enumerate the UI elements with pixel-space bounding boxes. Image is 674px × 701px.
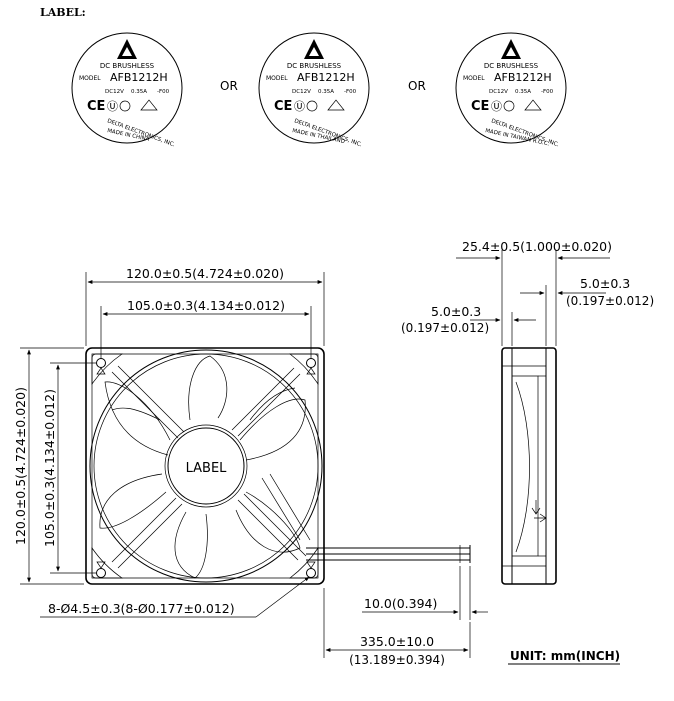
csa-mark-icon — [306, 100, 318, 112]
svg-text:AFB1212H: AFB1212H — [297, 71, 355, 84]
svg-text:DC12V: DC12V — [292, 89, 311, 95]
svg-text:5.0±0.3: 5.0±0.3 — [580, 276, 630, 291]
mounting-hole-icon — [96, 358, 316, 578]
svg-text:AFB1212H: AFB1212H — [110, 71, 168, 84]
ul-mark-icon: Ⓤ — [294, 100, 305, 113]
svg-text:(13.189±0.394): (13.189±0.394) — [349, 653, 445, 667]
dim-flange-right: 5.0±0.3 (0.197±0.012) — [520, 276, 654, 346]
svg-text:-F00: -F00 — [157, 89, 170, 95]
label-variant-taiwan: DC BRUSHLESS MODEL AFB1212H DC12V 0.35A … — [455, 32, 567, 148]
svg-text:335.0±10.0: 335.0±10.0 — [360, 634, 434, 649]
svg-text:DC BRUSHLESS: DC BRUSHLESS — [287, 62, 342, 70]
svg-text:MODEL: MODEL — [463, 75, 485, 82]
fan-side-view — [501, 347, 557, 585]
svg-text:105.0±0.3(4.134±0.012): 105.0±0.3(4.134±0.012) — [127, 298, 285, 313]
dim-wire-length: 335.0±10.0 (13.189±0.394) — [323, 588, 471, 667]
svg-text:MODEL: MODEL — [266, 75, 288, 82]
or-text-1: OR — [220, 79, 238, 93]
svg-text:DC BRUSHLESS: DC BRUSHLESS — [100, 62, 155, 70]
dim-wire-strip: 10.0(0.394) — [362, 566, 488, 620]
csa-mark-icon — [119, 100, 131, 112]
dim-overall-height: 120.0±0.5(4.724±0.020) — [13, 347, 84, 585]
airflow-arrow-icon — [531, 500, 541, 515]
ce-mark-icon: CE — [274, 99, 292, 114]
label-variant-thailand: DC BRUSHLESS MODEL AFB1212H DC12V 0.35A … — [258, 32, 370, 148]
svg-text:-F00: -F00 — [541, 89, 554, 95]
svg-text:-F00: -F00 — [344, 89, 357, 95]
svg-text:120.0±0.5(4.724±0.020): 120.0±0.5(4.724±0.020) — [13, 387, 28, 545]
svg-text:DC12V: DC12V — [105, 89, 124, 95]
hub — [167, 427, 245, 505]
ce-mark-icon: CE — [87, 99, 105, 114]
svg-text:(0.197±0.012): (0.197±0.012) — [566, 294, 654, 308]
svg-text:105.0±0.3(4.134±0.012): 105.0±0.3(4.134±0.012) — [42, 389, 57, 547]
svg-text:25.4±0.5(1.000±0.020): 25.4±0.5(1.000±0.020) — [462, 239, 612, 254]
svg-text:5.0±0.3: 5.0±0.3 — [431, 304, 481, 319]
csa-mark-icon — [503, 100, 515, 112]
svg-text:120.0±0.5(4.724±0.020): 120.0±0.5(4.724±0.020) — [126, 266, 284, 281]
or-text-2: OR — [408, 79, 426, 93]
svg-text:0.35A: 0.35A — [131, 89, 147, 95]
svg-text:DC BRUSHLESS: DC BRUSHLESS — [484, 62, 539, 70]
dim-overall-width: 120.0±0.5(4.724±0.020) — [85, 266, 325, 346]
fan-blades — [99, 355, 306, 579]
svg-text:(0.197±0.012): (0.197±0.012) — [401, 321, 489, 335]
ce-mark-icon: CE — [471, 99, 489, 114]
svg-text:MODEL: MODEL — [79, 75, 101, 82]
svg-text:10.0(0.394): 10.0(0.394) — [364, 596, 437, 611]
svg-text:0.35A: 0.35A — [318, 89, 334, 95]
svg-text:8-Ø4.5±0.3(8-Ø0.177±0.012): 8-Ø4.5±0.3(8-Ø0.177±0.012) — [48, 601, 235, 616]
svg-text:AFB1212H: AFB1212H — [494, 71, 552, 84]
dim-hole-spacing-h: 105.0±0.3(4.134±0.012) — [100, 298, 312, 358]
hub-label-text: LABEL — [186, 461, 228, 476]
dim-flange-left: 5.0±0.3 (0.197±0.012) — [401, 304, 536, 346]
label-variant-china: DC BRUSHLESS MODEL AFB1212H DC12V 0.35A … — [71, 32, 183, 148]
tuv-mark-icon — [140, 99, 158, 111]
unit-note: UNIT: mm(INCH) — [510, 649, 620, 663]
svg-text:0.35A: 0.35A — [515, 89, 531, 95]
svg-text:DC12V: DC12V — [489, 89, 508, 95]
ul-mark-icon: Ⓤ — [107, 100, 118, 113]
fan-front-view: LABEL — [85, 347, 471, 585]
lead-wires — [306, 545, 471, 563]
rotation-arrow-icon — [534, 513, 547, 523]
ul-mark-icon: Ⓤ — [491, 100, 502, 113]
dim-hole-spacing-v: 105.0±0.3(4.134±0.012) — [42, 362, 96, 574]
dim-thickness: 25.4±0.5(1.000±0.020) — [456, 239, 612, 346]
label-section-title: LABEL: — [40, 6, 86, 19]
dim-mounting-holes: 8-Ø4.5±0.3(8-Ø0.177±0.012) — [40, 576, 310, 618]
tuv-mark-icon — [524, 99, 542, 111]
tuv-mark-icon — [327, 99, 345, 111]
